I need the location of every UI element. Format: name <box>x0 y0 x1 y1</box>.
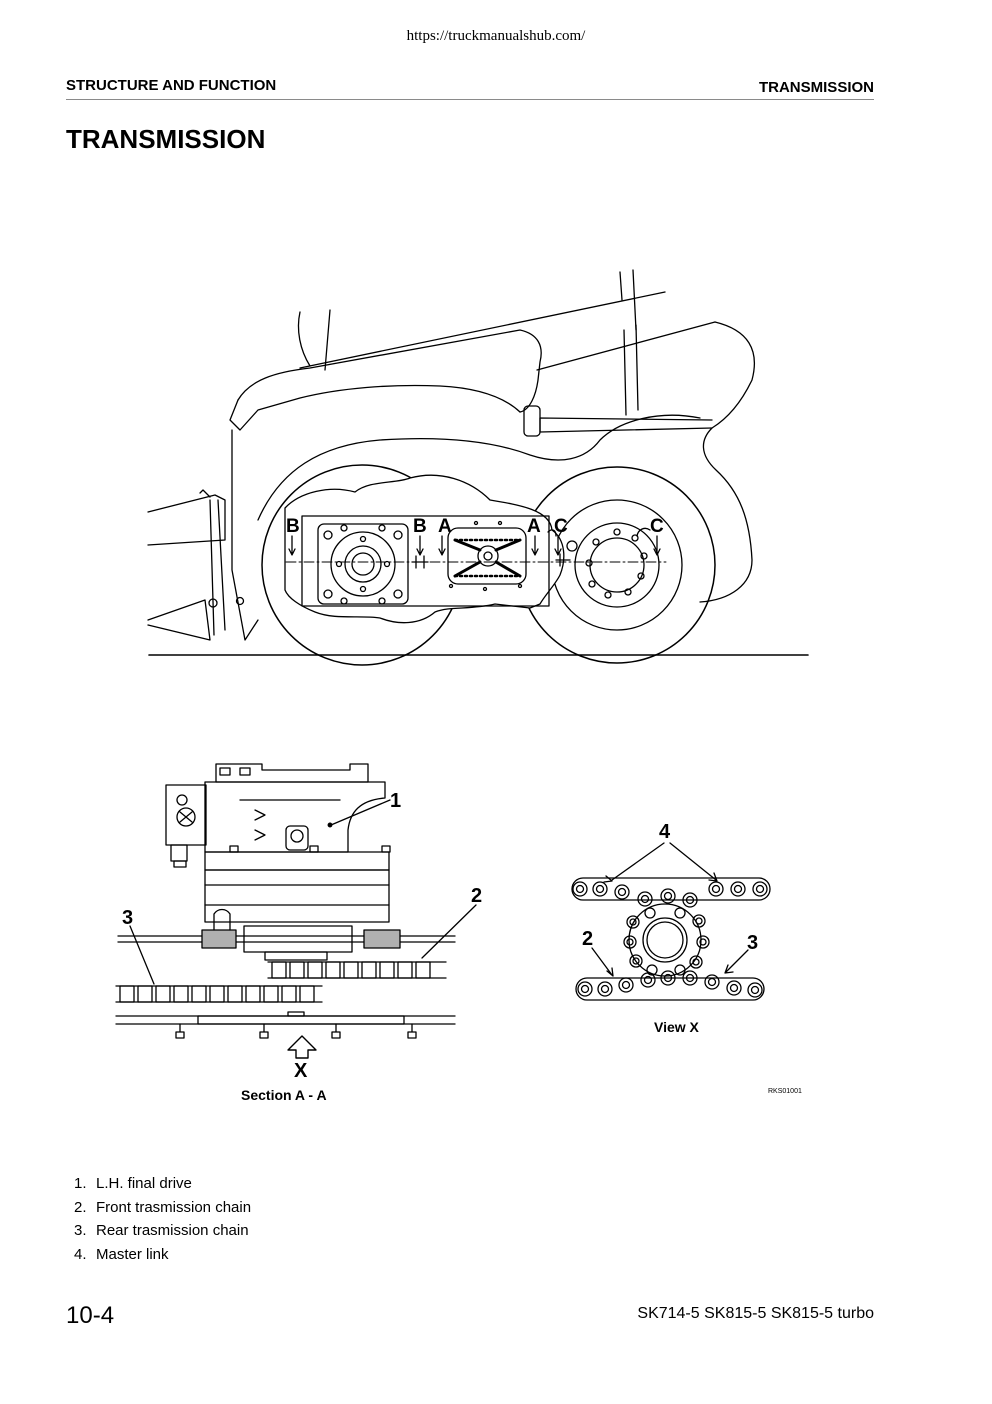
header-section: STRUCTURE AND FUNCTION <box>66 77 277 94</box>
callout-4: 4 <box>659 821 671 843</box>
section-label-c1: C <box>554 516 568 537</box>
legend-text: L.H. final drive <box>96 1175 192 1192</box>
callout-2: 2 <box>471 885 482 907</box>
view-callout-2: 2 <box>582 928 593 950</box>
upper-chain-links <box>571 877 771 908</box>
final-drive-bolts <box>323 524 403 605</box>
legend-text: Rear trasmission chain <box>96 1222 249 1239</box>
view-callout-3: 3 <box>747 932 758 954</box>
section-label-a2: A <box>527 516 541 537</box>
loader-side-view <box>147 269 809 666</box>
view-caption: View X <box>654 1019 700 1035</box>
legend-number: 4. <box>74 1245 87 1263</box>
section-caption: Section A - A <box>241 1087 327 1103</box>
callout-3: 3 <box>122 907 133 929</box>
view-x-drawing <box>571 842 771 1001</box>
model-list: SK714-5 SK815-5 SK815-5 turbo <box>637 1305 874 1322</box>
page-title: TRANSMISSION <box>66 124 266 154</box>
section-label-a1: A <box>438 516 452 537</box>
legend-item: 1. L.H. final drive <box>74 1172 251 1196</box>
section-label-b2: B <box>413 516 427 537</box>
section-a-a-drawing <box>115 763 477 1059</box>
rear-hub-bolts <box>585 528 648 599</box>
view-arrow-label: X <box>294 1060 308 1082</box>
section-label-b1: B <box>286 516 300 537</box>
section-label-c2: C <box>650 516 664 537</box>
legend-number: 3. <box>74 1222 87 1239</box>
legend-item: 2. Front trasmission chain <box>74 1196 251 1220</box>
rear-chain-section <box>115 985 323 1003</box>
figure-ref-code: RKS01001 <box>768 1088 802 1095</box>
callout-1: 1 <box>390 790 401 812</box>
header-chapter: TRANSMISSION <box>758 79 874 96</box>
lower-chain-links <box>575 970 765 1001</box>
source-url: https://truckmanualshub.com/ <box>406 28 586 44</box>
legend-list: 1. L.H. final drive 2. Front trasmission c… <box>74 1172 251 1266</box>
legend-number: 1. <box>74 1175 87 1192</box>
legend-item: 3. Rear trasmission chain <box>74 1219 251 1243</box>
front-chain-section <box>267 961 447 979</box>
legend-number: 2. <box>74 1198 87 1216</box>
legend-item: 4. Master link <box>74 1243 251 1267</box>
sprocket-teeth <box>623 907 710 976</box>
legend-text: Front trasmission chain <box>96 1198 252 1216</box>
page-number: 10-4 <box>66 1302 115 1329</box>
legend-text: Master link <box>96 1245 169 1263</box>
header-divider <box>66 99 874 100</box>
